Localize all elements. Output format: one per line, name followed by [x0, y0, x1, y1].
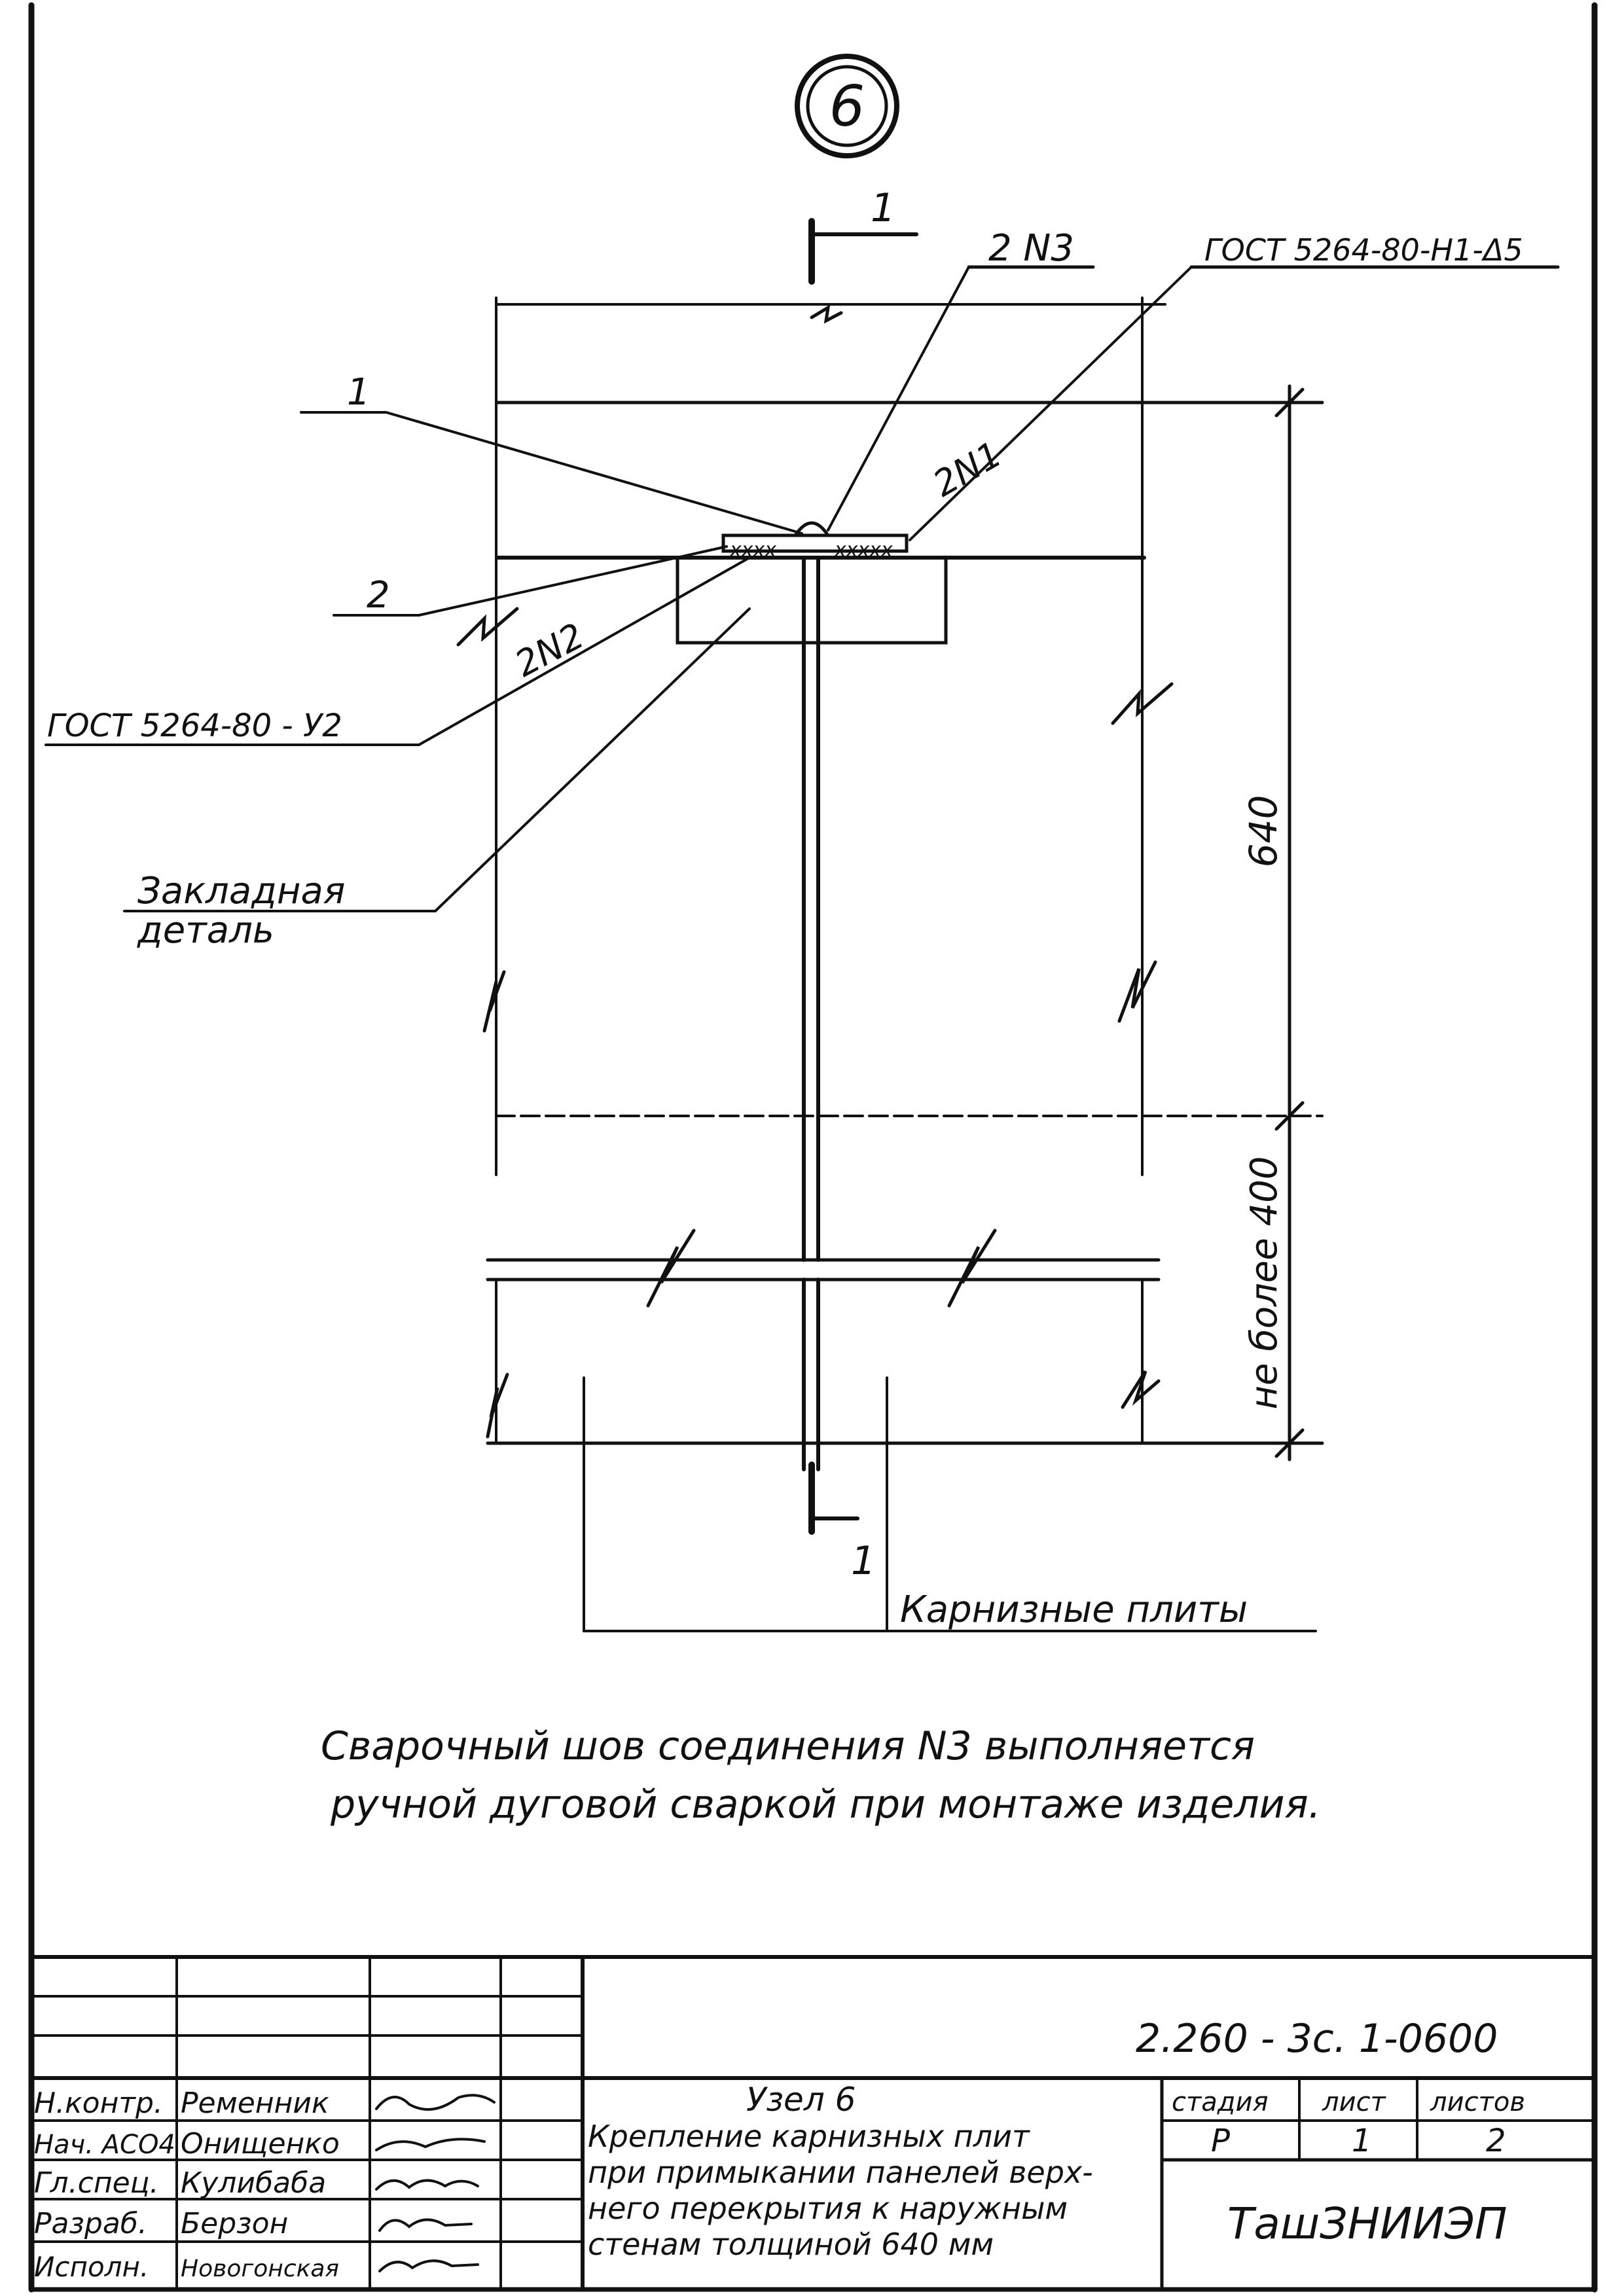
title-line-1: Узел 6 [746, 2081, 856, 2119]
stage-header: стадия [1172, 2087, 1269, 2117]
weld-marks-left: xxxx [729, 539, 776, 562]
label-weld-2n3: 2 N3 [988, 227, 1074, 270]
section-marker-top: 1 [808, 185, 918, 285]
label-weld-2n2: 2N2 [509, 615, 591, 685]
leaders: 2 N3 ГОСТ 5264-80-Н1-Δ5 1 2N1 2 2N2 ГОСТ… [45, 227, 1560, 1632]
title-line-4: него перекрытия к наружным [588, 2191, 1068, 2226]
note-line-2: ручной дуговой сваркой при монтаже издел… [330, 1782, 1321, 1827]
row-name-1: Ременник [181, 2087, 329, 2120]
row-name-5: Новогонская [181, 2255, 339, 2282]
signatures [375, 2094, 496, 2272]
dimension-not-more-400: не более 400 [1243, 1156, 1286, 1409]
weld-marks-right: xxxxx [834, 539, 893, 562]
embedded-part [676, 556, 948, 645]
sheet-value: 1 [1352, 2123, 1372, 2159]
organization: ТашЗНИИЭП [1227, 2198, 1507, 2249]
sheets-value: 2 [1486, 2123, 1506, 2159]
label-item-2: 2 [367, 574, 390, 617]
row-name-2: Онищенко [181, 2127, 340, 2161]
row-role-1: Н.контр. [34, 2087, 163, 2120]
section-mark-bottom-label: 1 [851, 1538, 876, 1584]
label-embedded-part-line2: деталь [137, 909, 274, 952]
node-mark: 6 [795, 54, 899, 158]
title-line-5: стенам толщиной 640 мм [588, 2227, 994, 2262]
label-cornice-slabs: Карнизные плиты [900, 1588, 1248, 1631]
break-marks [456, 304, 1174, 1439]
steel-plate [721, 533, 909, 553]
note-line-1: Сварочный шов соединения N3 выполняется [321, 1723, 1255, 1769]
stage-value: Р [1211, 2123, 1230, 2159]
row-name-3: Кулибаба [181, 2166, 326, 2200]
node-mark-number: 6 [829, 74, 865, 139]
title-line-3: при примыкании панелей верх- [588, 2155, 1093, 2190]
label-item-1: 1 [347, 371, 370, 414]
sheet-frame [28, 2, 1598, 2293]
sheets-header: листов [1430, 2087, 1525, 2117]
label-weld-2n1: 2N1 [926, 433, 1009, 505]
sheet-header: лист [1322, 2087, 1387, 2117]
label-gost-u2: ГОСТ 5264-80 - У2 [47, 708, 342, 744]
row-name-4: Берзон [181, 2207, 288, 2240]
doc-code: 2.260 - 3с. 1-0600 [1136, 2016, 1498, 2062]
title-block: 2.260 - 3с. 1-0600 Н.контр. Ременник Нач… [29, 1955, 1597, 2291]
row-role-4: Разраб. [34, 2207, 147, 2240]
title-line-2: Крепление карнизных плит [588, 2119, 1030, 2154]
wall-section [486, 296, 1324, 1445]
dimensions: 640 не более 400 [1241, 384, 1305, 1462]
section-marker-bottom: 1 [808, 1462, 876, 1584]
embedded-assembly: xxxx xxxxx [676, 521, 948, 1471]
row-role-5: Исполн. [34, 2251, 149, 2283]
note: Сварочный шов соединения N3 выполняется … [321, 1723, 1321, 1827]
label-embedded-part-line1: Закладная [137, 870, 346, 912]
row-role-3: Гл.спец. [34, 2166, 159, 2200]
section-mark-top-label: 1 [871, 185, 895, 231]
row-role-2: Нач. АСО4 [34, 2130, 175, 2160]
label-gost-h1: ГОСТ 5264-80-Н1-Δ5 [1204, 232, 1523, 268]
dimension-640: 640 [1241, 795, 1286, 868]
